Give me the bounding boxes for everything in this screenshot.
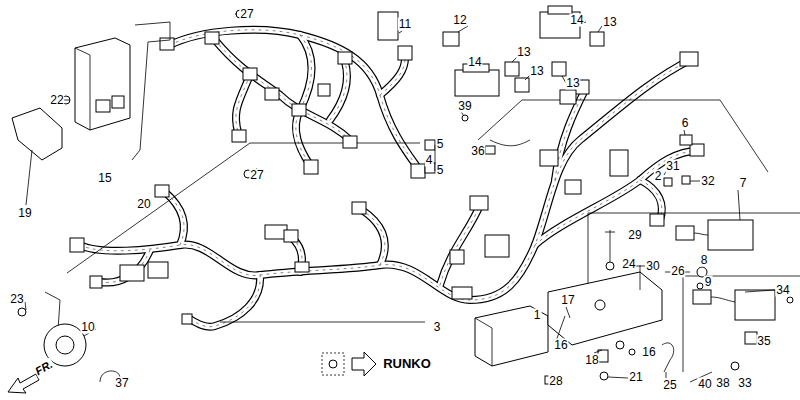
callout-number: 13 [602, 16, 617, 29]
callout-number: 35 [756, 335, 771, 348]
callout-number: 14 [569, 14, 584, 27]
callout-number: 37 [114, 377, 129, 390]
callout-number: 27 [249, 169, 264, 182]
callout-number: 13 [565, 77, 580, 90]
callout-number: 13 [516, 46, 531, 59]
callout-number: 30 [645, 260, 660, 273]
callout-number: 38 [715, 377, 730, 390]
callout-number: 27 [239, 8, 254, 21]
callout-number: 20 [136, 198, 151, 211]
callout-number: 2 [654, 170, 663, 183]
callout-number: 15 [97, 172, 112, 185]
callout-number: 4 [425, 154, 434, 167]
callout-number: 31 [665, 160, 680, 173]
callout-number: 1 [533, 309, 542, 322]
callout-number: 5 [436, 164, 445, 177]
callout-number: 23 [9, 293, 24, 306]
callout-number: 39 [457, 100, 472, 113]
callout-number: 22 [49, 94, 64, 107]
callout-number: 17 [560, 294, 575, 307]
callout-number: 9 [704, 276, 713, 289]
callout-number: 14 [467, 56, 482, 69]
note-text: RUNKO [382, 357, 432, 370]
callout-number: 34 [775, 284, 790, 297]
callout-number: 18 [584, 354, 599, 367]
callout-number: 11 [398, 18, 412, 31]
callout-number: 6 [681, 117, 690, 130]
callout-number: 21 [628, 371, 643, 384]
callout-number: 7 [739, 177, 748, 190]
callout-number: 16 [641, 346, 656, 359]
callout-number: 40 [697, 378, 712, 391]
callout-number: 8 [700, 254, 709, 267]
callout-number: 13 [529, 65, 544, 78]
callout-number: 28 [548, 375, 563, 388]
callout-number: 33 [737, 377, 752, 390]
callout-number: 16 [553, 339, 568, 352]
callout-number: 29 [627, 229, 642, 242]
callout-number: 25 [662, 379, 677, 392]
callout-number: 3 [433, 321, 442, 334]
callout-number: 19 [17, 207, 32, 220]
callout-number: 26 [670, 265, 685, 278]
callout-number: 10 [80, 321, 95, 334]
callout-number: 36 [470, 145, 485, 158]
callout-number: 12 [452, 14, 467, 27]
callout-number: 24 [621, 258, 636, 271]
callout-number: 32 [700, 175, 715, 188]
callout-number: 5 [436, 138, 445, 151]
